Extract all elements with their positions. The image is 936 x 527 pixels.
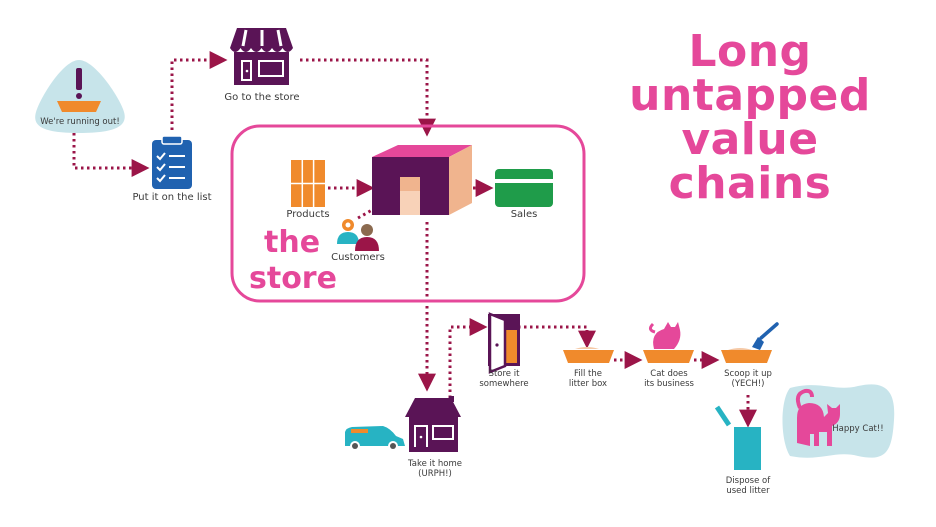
happy-cat-bubble [782,384,895,458]
title-line: untapped [629,70,871,121]
take-home-label: Take it home (URPH!) [390,459,480,479]
happy-cat-label: Happy Cat!! [832,424,884,434]
litter-scoop-icon [721,322,779,363]
store-region-border [230,124,586,303]
running-out-label: We're running out! [40,117,120,127]
dispose-label: Dispose of used litter [710,476,786,496]
exclamation-icon [76,68,82,90]
happy-cat-icon [795,388,840,446]
trash-bin-icon [714,405,761,470]
title-line: Long [688,26,812,77]
arrow-gostore-to-store [300,58,436,137]
exclamation-dot [76,93,82,99]
products-label: Products [286,209,330,220]
go-to-store-label: Go to the store [224,92,300,103]
fill-box-label: Fill the litter box [553,369,623,389]
dispose-line-2: used litter [726,486,770,496]
customers-label: Customers [331,252,385,263]
store-region-label-store: store [249,261,337,296]
take-home-line-1: Take it home [407,459,463,469]
scoop-label: Scoop it up (YECH!) [711,369,785,389]
main-title: Long untapped value chains [605,30,895,206]
litter-box-icon [563,347,614,363]
put-on-list-label: Put it on the list [132,192,212,203]
sales-label: Sales [510,209,538,220]
open-door-closet-icon [488,312,520,374]
fill-box-line-1: Fill the [573,369,602,379]
product-shelves-icon [291,160,325,207]
title-line: chains [668,158,832,209]
litter-tray-alert-icon [57,101,101,112]
take-home-line-2: (URPH!) [418,469,452,479]
store-somewhere-line-1: Store it [488,369,520,379]
house-and-car-icon [345,396,461,452]
arrow-closet-to-fillbox [512,325,596,349]
store-somewhere-line-2: somewhere [479,379,529,389]
happy-cat-node [782,384,895,458]
store-region-label-the: the [264,225,321,260]
cat-in-litter-box-icon [643,322,694,363]
storefront-icon [230,28,293,85]
cat-business-label: Cat does its business [631,369,707,389]
credit-card-icon [495,169,553,207]
scoop-line-2: (YECH!) [731,379,765,389]
house-icon [405,398,461,417]
cat-business-line-1: Cat does [650,369,688,379]
cat-business-line-2: its business [644,379,694,389]
dispose-line-1: Dispose of [725,476,771,486]
scoop-line-1: Scoop it up [724,369,772,379]
arrow-running-out-to-list [72,133,150,177]
fill-box-line-2: litter box [568,379,608,389]
clipboard-checklist-icon [152,135,192,189]
title-line: value [681,114,819,165]
running-out-node [35,60,125,133]
store-somewhere-label: Store it somewhere [469,369,539,389]
store-building-icon [372,145,472,215]
customers-icon [337,219,379,251]
